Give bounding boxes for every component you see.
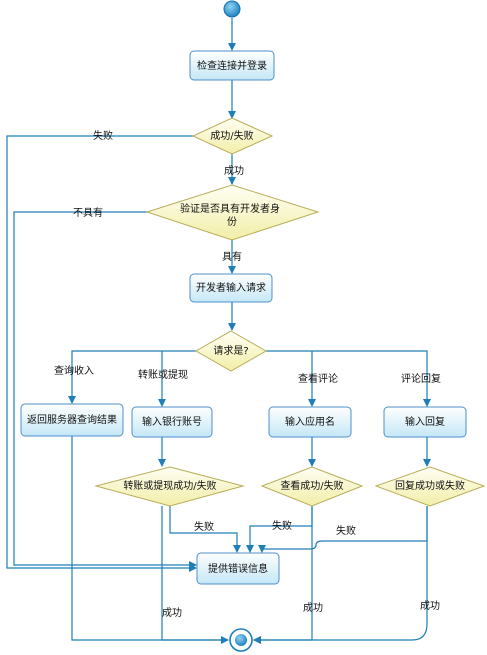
action-input-reply-label: 输入回复 (405, 415, 445, 428)
action-error-info: 提供错误信息 (196, 552, 280, 585)
label-fail-view: 失败 (272, 519, 292, 532)
action-return-query: 返回服务器查询结果 (20, 403, 124, 437)
label-transfer: 转账或提现 (138, 368, 188, 381)
action-input-app-label: 输入应用名 (285, 415, 335, 428)
label-fail-reply: 失败 (336, 524, 356, 537)
label-view-comment: 查看评论 (298, 372, 338, 385)
decision-verify-dev: 验证是否具有开发者身 份 (145, 184, 320, 241)
edges (6, 18, 431, 644)
label-query-income: 查询收入 (54, 364, 94, 377)
action-input-app: 输入应用名 (268, 406, 352, 438)
edge-transfer-fail (169, 506, 241, 553)
action-check-connect: 检查连接并登录 (189, 50, 275, 81)
edge-branch-reply (266, 350, 431, 407)
label-not-have: 不具有 (73, 206, 103, 219)
label-success-view: 成功 (303, 602, 323, 614)
action-input-bank-label: 输入银行账号 (142, 415, 202, 428)
action-error-info-label: 提供错误信息 (208, 562, 268, 575)
edge-labels: 失败 成功 不具有 具有 查询收入 转账或提现 查看评论 评论回复 失败 失败 … (54, 129, 441, 619)
action-return-query-label: 返回服务器查询结果 (27, 413, 117, 426)
action-check-connect-label: 检查连接并登录 (197, 59, 267, 72)
edge-fail-to-error (6, 135, 198, 572)
edge-not-have-to-error (13, 211, 197, 569)
decision-reply-result: 回复成功或失败 (374, 466, 486, 507)
action-dev-input: 开发者输入请求 (189, 273, 273, 303)
decision-request-is-label: 请求是? (213, 344, 248, 357)
decision-verify-dev-label-1: 验证是否具有开发者身 (180, 202, 280, 215)
decision-view-result: 查看成功/失败 (260, 466, 364, 507)
decision-transfer-result: 转账或提现成功/失败 (94, 466, 245, 507)
edge-transfer-success (161, 506, 228, 641)
edge-reply-success (253, 506, 428, 644)
edge-reply-fail (258, 506, 428, 553)
start-circle (223, 0, 241, 18)
edge-query-to-end (71, 436, 229, 644)
decision-success-fail-1-label: 成功/失败 (210, 129, 253, 142)
label-fail-1: 失败 (93, 129, 113, 142)
end-node (229, 628, 253, 652)
end-inner-circle (235, 634, 247, 646)
decision-verify-dev-label-2: 份 (227, 216, 237, 228)
label-fail-transfer: 失败 (194, 520, 214, 533)
label-have: 具有 (222, 250, 242, 263)
label-comment-reply: 评论回复 (401, 372, 441, 385)
label-success-transfer: 成功 (162, 607, 182, 619)
action-input-reply: 输入回复 (383, 406, 467, 438)
edge-branch-query (68, 350, 196, 404)
decision-transfer-result-label: 转账或提现成功/失败 (123, 479, 216, 492)
start-node (223, 0, 241, 18)
action-dev-input-label: 开发者输入请求 (196, 281, 266, 294)
label-success-reply: 成功 (420, 600, 440, 612)
decision-view-result-label: 查看成功/失败 (280, 479, 343, 492)
decision-reply-result-label: 回复成功或失败 (395, 479, 465, 492)
label-success-1: 成功 (224, 165, 244, 177)
decision-request-is: 请求是? (194, 330, 268, 372)
decision-success-fail-1: 成功/失败 (191, 117, 274, 155)
action-input-bank: 输入银行账号 (131, 406, 213, 438)
